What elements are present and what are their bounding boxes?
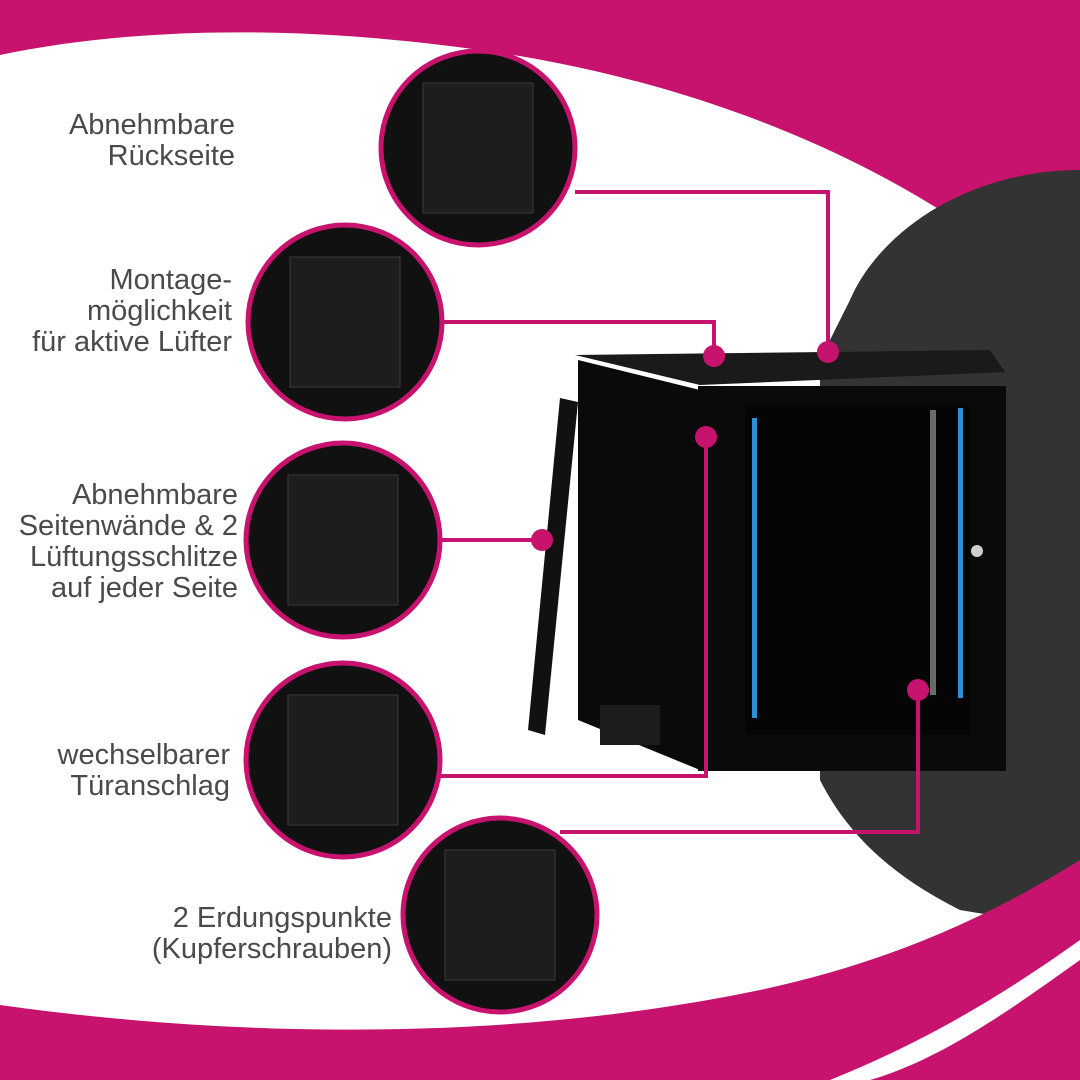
- connector-dot-tueranschlag: [695, 426, 717, 448]
- feature-label-line: Abnehmbare: [68, 109, 235, 141]
- connector-line-rueckseite: [575, 190, 830, 352]
- feature-label-line: Abnehmbare: [71, 479, 238, 511]
- detail-photo-circles: [243, 48, 600, 1015]
- cabinet-bottom-vent: [600, 705, 660, 745]
- feature-label-line: auf jeder Seite: [50, 572, 238, 604]
- grounding-photo-icon: [400, 815, 600, 1015]
- rack-rail-right: [958, 408, 963, 698]
- connector-line-erdung: [560, 690, 920, 834]
- feature-label-line: Türanschlag: [70, 770, 230, 802]
- rear-panel-photo-icon: [378, 48, 578, 248]
- connector-dot-luefter: [703, 345, 725, 367]
- feature-label-line: Lüftungsschlitze: [30, 541, 238, 573]
- feature-label-line: Rückseite: [107, 140, 235, 172]
- feature-label-line: möglichkeit: [86, 295, 232, 327]
- connector-lines: [440, 190, 929, 834]
- feature-label-erdung: 2 Erdungspunkte(Kupferschrauben): [152, 903, 392, 965]
- feature-label-line: wechselbarer: [57, 739, 230, 771]
- door-hinge-photo-icon: [243, 660, 443, 860]
- rack-rail-left: [752, 418, 757, 718]
- door-lock-icon: [971, 545, 983, 557]
- background-swoosh-bottom: [0, 860, 1080, 1080]
- connector-line-luefter: [442, 320, 716, 356]
- connector-dot-seitenwaende: [531, 529, 553, 551]
- open-side-door: [528, 398, 578, 735]
- cabinet-glass-door: [745, 405, 970, 735]
- rack-rail-perforated: [930, 410, 936, 695]
- connector-dot-erdung: [907, 679, 929, 701]
- cabinet-top: [575, 350, 1005, 385]
- wall-cabinet-product: [528, 350, 1006, 771]
- feature-label-line: Seitenwände & 2: [18, 510, 238, 542]
- fan-mount-photo-icon: [245, 222, 445, 422]
- connector-line-tueranschlag: [440, 437, 708, 778]
- feature-label-line: 2 Erdungspunkte: [172, 902, 392, 934]
- cabinet-side-wall: [578, 360, 700, 770]
- feature-label-line: Montage-: [109, 264, 232, 296]
- background-swoosh-top: [0, 0, 1080, 320]
- feature-label-line: (Kupferschrauben): [151, 933, 392, 965]
- connector-dot-rueckseite: [817, 341, 839, 363]
- side-panel-photo-icon: [243, 440, 443, 640]
- feature-label-line: für aktive Lüfter: [32, 326, 232, 358]
